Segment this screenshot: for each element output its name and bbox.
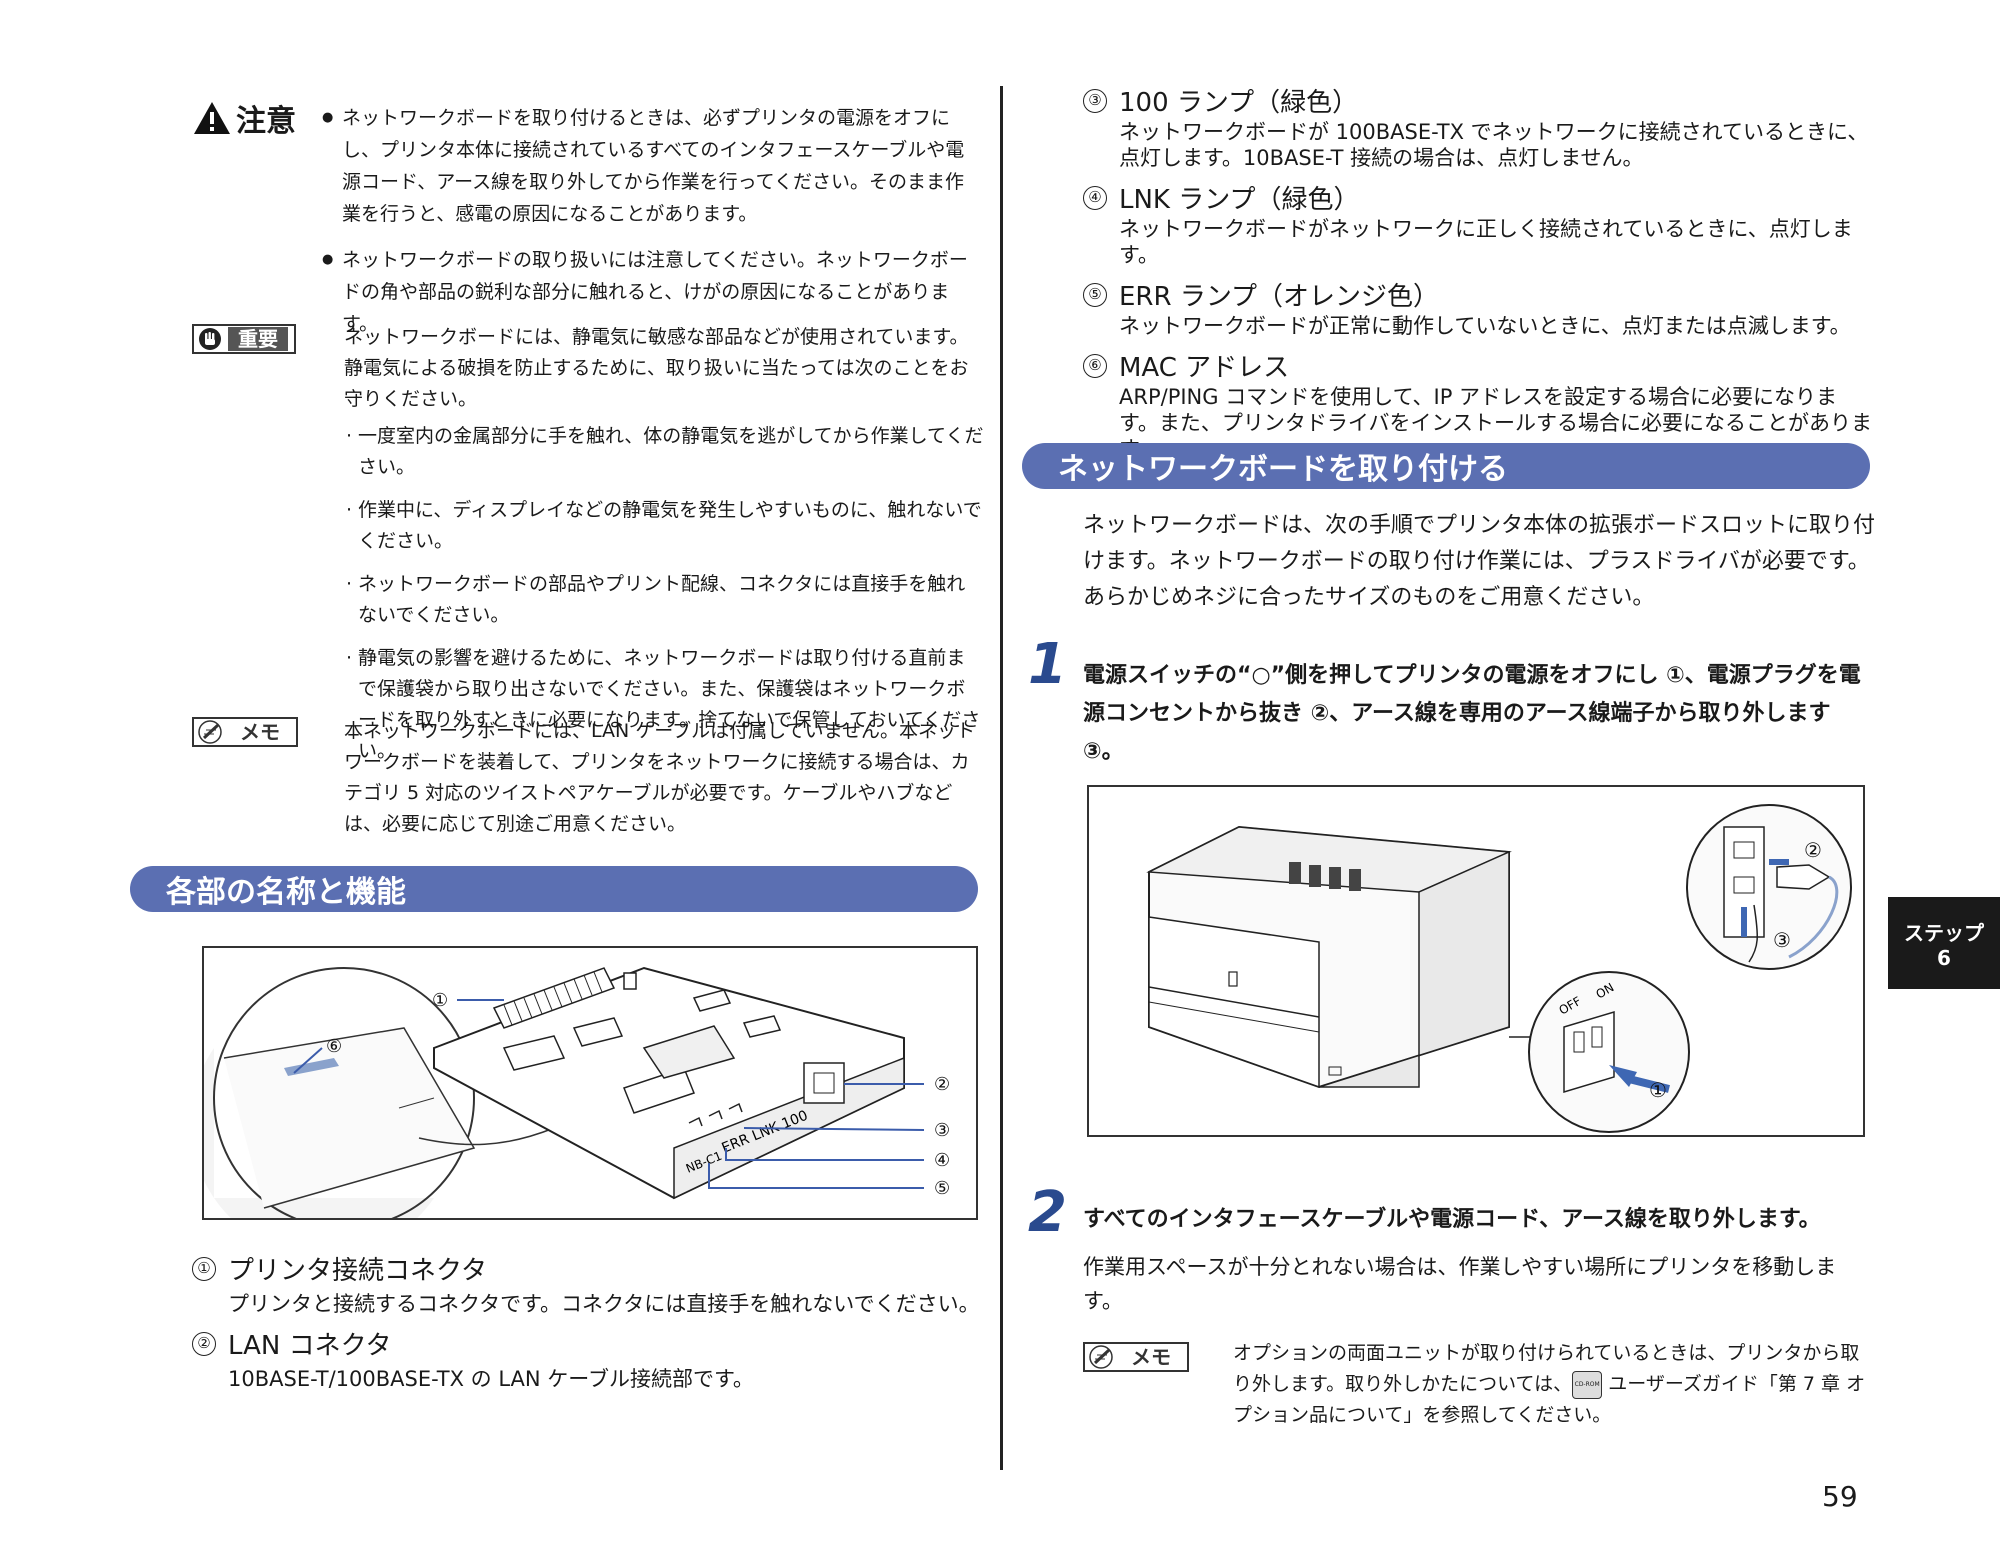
side-tab-number: 6 <box>1937 945 1951 970</box>
callout-6: ⑥ <box>326 1036 342 1057</box>
part-description: プリンタと接続するコネクタです。コネクタには直接手を触れないでください。 <box>228 1292 980 1316</box>
list-item: 静電気の影響を避けるために、ネットワークボードは取り付ける直前まで保護袋から取り… <box>344 643 984 767</box>
important-block: ネットワークボードには、静電気に敏感な部品などが使用されています。静電気による破… <box>344 322 984 779</box>
list-item: 一度室内の金属部分に手を触れ、体の静電気を逃がしてから作業してください。 <box>344 421 984 483</box>
part-number: ④ <box>1083 185 1107 210</box>
step-1-text: 電源スイッチの“○”側を押してプリンタの電源をオフにし ①、電源プラグを電源コン… <box>1083 663 1861 764</box>
section-title: 各部の名称と機能 <box>166 875 406 910</box>
list-item: 作業中に、ディスプレイなどの静電気を発生しやすいものに、触れないでください。 <box>344 495 984 557</box>
parts-list-right: ③ 100 ランプ（緑色） ネットワークボードが 100BASE-TX でネット… <box>1083 82 1873 462</box>
memo-badge: メモ <box>1083 1342 1189 1372</box>
part-description: 10BASE-T/100BASE-TX の LAN ケーブル接続部です。 <box>228 1367 754 1391</box>
step-side-tab: ステップ 6 <box>1888 897 2000 989</box>
caution-heading: 注意 <box>192 96 296 140</box>
part-description: ネットワークボードがネットワークに正しく接続されているときに、点灯します。 <box>1119 217 1853 267</box>
memo-text-after: ユーザーズガイド「第 7 章 オプション品について」を参照してください。 <box>1233 1373 1866 1426</box>
callout-3: ③ <box>934 1120 950 1141</box>
part-name: 100 ランプ（緑色） <box>1119 88 1359 118</box>
step-2-description: 作業用スペースが十分とれない場合は、作業しやすい場所にプリンタを移動します。 <box>1083 1255 1837 1313</box>
part-number: ② <box>192 1331 216 1356</box>
step-number: 2 <box>1028 1180 1067 1245</box>
part-name: LAN コネクタ <box>228 1331 392 1361</box>
part-number: ① <box>192 1256 216 1281</box>
callout-4: ④ <box>934 1150 950 1171</box>
network-board-figure: NB-C1 ERR LNK 100 ① ⑥ ② ③ ④ ⑤ <box>190 946 978 1257</box>
memo-label: メモ <box>1121 1345 1181 1369</box>
callout-2: ② <box>1804 838 1822 862</box>
part-description: ARP/PING コマンドを使用して、IP アドレスを設定する場合に必要になりま… <box>1119 385 1873 461</box>
section-heading-install: ネットワークボードを取り付ける <box>1022 443 1870 489</box>
section-heading-parts: 各部の名称と機能 <box>130 866 978 912</box>
parts-list-left: ① プリンタ接続コネクタ プリンタと接続するコネクタです。コネクタには直接手を触… <box>192 1250 992 1392</box>
memo-badge: メモ <box>192 717 298 747</box>
side-tab-label: ステップ <box>1904 920 1984 945</box>
board-illustration: NB-C1 ERR LNK 100 ① ⑥ ② ③ ④ ⑤ <box>190 966 950 1257</box>
caution-item: ネットワークボードの取り扱いには注意してください。ネットワークボードの角や部品の… <box>322 244 982 340</box>
part-heading: ③ 100 ランプ（緑色） <box>1083 82 1873 119</box>
install-intro: ネットワークボードは、次の手順でプリンタ本体の拡張ボードスロットに取り付けます。… <box>1083 513 1876 610</box>
list-item: ネットワークボードの部品やプリント配線、コネクタには直接手を触れないでください。 <box>344 569 984 631</box>
hand-stop-icon <box>199 328 221 350</box>
part-description: ネットワークボードが 100BASE-TX でネットワークに接続されているときに… <box>1119 120 1869 170</box>
part-name: プリンタ接続コネクタ <box>228 1256 487 1286</box>
part-heading: ① プリンタ接続コネクタ <box>192 1250 992 1287</box>
part-number: ③ <box>1083 88 1107 113</box>
step-number: 1 <box>1028 632 1067 697</box>
caution-item: ネットワークボードを取り付けるときは、必ずプリンタの電源をオフにし、プリンタ本体… <box>322 102 982 230</box>
cd-rom-icon: CD-ROM <box>1572 1370 1603 1399</box>
callout-1: ① <box>1649 1078 1667 1102</box>
memo-text-before: オプションの両面ユニットが取り付けられているときは、プリンタから取り外します。取… <box>1233 1342 1860 1395</box>
caution-label: 注意 <box>236 104 296 139</box>
memo-label: メモ <box>230 720 290 744</box>
section-title: ネットワークボードを取り付ける <box>1058 452 1508 487</box>
pencil-icon <box>1089 1345 1113 1369</box>
callout-2: ② <box>934 1074 950 1095</box>
page-number: 59 <box>1822 1480 1858 1513</box>
important-label: 重要 <box>228 327 288 351</box>
printer-power-figure: OFF ON ① ② ③ <box>1087 785 1865 1137</box>
warning-triangle-icon <box>194 102 230 134</box>
callout-5: ⑤ <box>934 1178 950 1199</box>
column-divider <box>1000 86 1003 1470</box>
part-heading: ⑤ ERR ランプ（オレンジ色） <box>1083 276 1873 313</box>
important-badge: 重要 <box>192 324 296 354</box>
part-number: ⑥ <box>1083 353 1107 378</box>
part-number: ⑤ <box>1083 282 1107 307</box>
callout-3: ③ <box>1773 928 1791 952</box>
pencil-icon <box>198 720 222 744</box>
important-text: ネットワークボードには、静電気に敏感な部品などが使用されています。静電気による破… <box>344 326 969 410</box>
part-name: LNK ランプ（緑色） <box>1119 185 1360 215</box>
part-heading: ④ LNK ランプ（緑色） <box>1083 179 1873 216</box>
part-heading: ② LAN コネクタ <box>192 1325 992 1362</box>
caution-list: ネットワークボードを取り付けるときは、必ずプリンタの電源をオフにし、プリンタ本体… <box>322 102 982 354</box>
memo-text: 本ネットワークボードには、LAN ケーブルは付属していません。本ネットワークボー… <box>344 720 975 835</box>
part-description: ネットワークボードが正常に動作していないときに、点灯または点滅します。 <box>1119 314 1851 338</box>
step-2-text: すべてのインタフェースケーブルや電源コード、アース線を取り外します。 <box>1083 1207 1821 1232</box>
important-bullets: 一度室内の金属部分に手を触れ、体の静電気を逃がしてから作業してください。 作業中… <box>344 421 984 767</box>
part-heading: ⑥ MAC アドレス <box>1083 347 1873 384</box>
memo-2-text: オプションの両面ユニットが取り付けられているときは、プリンタから取り外します。取… <box>1233 1338 1873 1431</box>
part-name: ERR ランプ（オレンジ色） <box>1119 282 1440 312</box>
callout-1: ① <box>432 990 448 1011</box>
printer-illustration: OFF ON ① ② ③ <box>1146 804 1852 1133</box>
part-name: MAC アドレス <box>1119 353 1290 383</box>
